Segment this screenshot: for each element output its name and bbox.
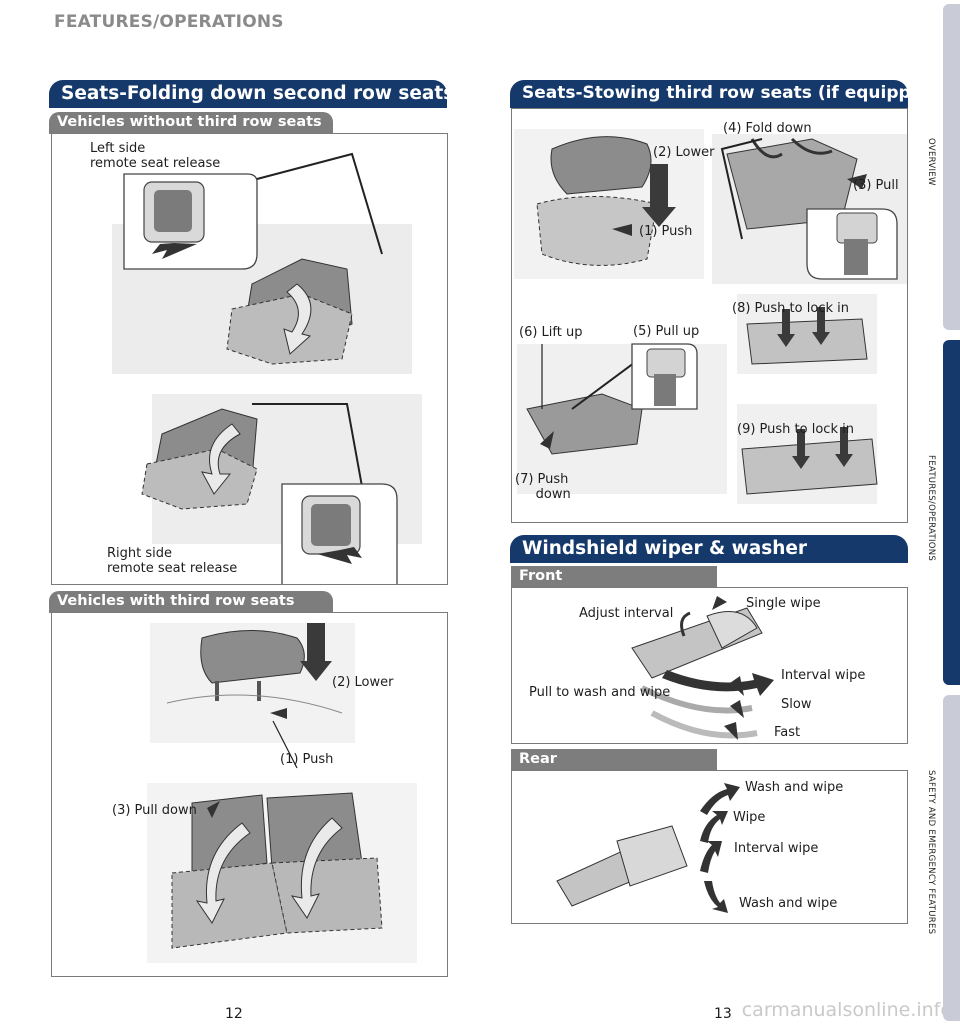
banner-folding-second-row: Seats-Folding down second row seats — [49, 80, 454, 108]
side-tab-overview[interactable] — [943, 4, 960, 330]
panel-stowing-third-row: (2) Lower (1) Push (4) Fold down (3) Pul… — [511, 108, 908, 523]
label-wipe: Wipe — [733, 810, 766, 825]
page-section-title: FEATURES/OPERATIONS — [54, 12, 284, 32]
label-slow: Slow — [781, 697, 812, 712]
side-nav — [943, 0, 960, 1025]
label-pull: (3) Pull — [853, 178, 899, 193]
second-row-seat-illustration — [112, 152, 422, 584]
watermark: carmanualsonline.info — [741, 999, 952, 1021]
label-interval-wipe-front: Interval wipe — [781, 668, 866, 683]
bar-without-third-row: Vehicles without third row seats — [49, 112, 333, 134]
banner-stowing-third-row: Seats-Stowing third row seats (if equipp… — [510, 80, 942, 108]
label-fast: Fast — [774, 725, 801, 740]
label-push-to-lock-9: (9) Push to lock in — [737, 422, 854, 437]
banner-wiper-washer: Windshield wiper & washer — [510, 535, 908, 563]
side-tab-features-operations[interactable] — [943, 340, 960, 685]
label-pull-to-wash: Pull to wash and wipe — [529, 685, 671, 700]
third-row-vehicle-seat-illustration — [147, 623, 417, 963]
label-wash-and-wipe-top: Wash and wipe — [745, 780, 844, 795]
label-wash-and-wipe-bottom: Wash and wipe — [739, 896, 838, 911]
label-fold-down: (4) Fold down — [723, 121, 812, 136]
front-wiper-lever-illustration — [631, 596, 774, 740]
label-left-side-release: Left side remote seat release — [90, 141, 221, 171]
label-interval-wipe-rear: Interval wipe — [734, 841, 819, 856]
label-push: (1) Push — [280, 752, 334, 767]
label-pull-up: (5) Pull up — [633, 324, 700, 339]
side-label-features-operations: FEATURES/OPERATIONS — [926, 455, 936, 562]
bar-with-third-row: Vehicles with third row seats — [49, 591, 333, 613]
stowing-seat-illustration — [514, 129, 907, 504]
label-stow-push: (1) Push — [639, 224, 693, 239]
label-push-down: (7) Push down — [515, 472, 571, 502]
label-push-to-lock-8: (8) Push to lock in — [732, 301, 849, 316]
label-adjust-interval: Adjust interval — [579, 606, 674, 621]
label-lift-up: (6) Lift up — [519, 325, 583, 340]
panel-without-third-row: Left side remote seat release Right side… — [51, 133, 448, 585]
label-stow-lower: (2) Lower — [653, 145, 715, 160]
page-number-right: 13 — [714, 1006, 732, 1022]
label-right-side-release: Right side remote seat release — [107, 546, 238, 576]
label-single-wipe: Single wipe — [746, 596, 821, 611]
side-label-overview: OVERVIEW — [926, 138, 936, 186]
side-label-safety: SAFETY AND EMERGENCY FEATURES — [926, 770, 936, 935]
page-number-left: 12 — [225, 1006, 243, 1022]
side-tab-safety[interactable] — [943, 695, 960, 1021]
panel-with-third-row: (2) Lower (1) Push (3) Pull down — [51, 612, 448, 977]
rear-wiper-lever-illustration — [556, 783, 740, 913]
panel-rear-wiper: Wash and wipe Wipe Interval wipe Wash an… — [511, 770, 908, 924]
bar-rear: Rear — [511, 749, 717, 771]
bar-front: Front — [511, 566, 717, 588]
label-pull-down: (3) Pull down — [112, 803, 197, 818]
label-lower: (2) Lower — [332, 675, 394, 690]
panel-front-wiper: Adjust interval Single wipe Interval wip… — [511, 587, 908, 744]
